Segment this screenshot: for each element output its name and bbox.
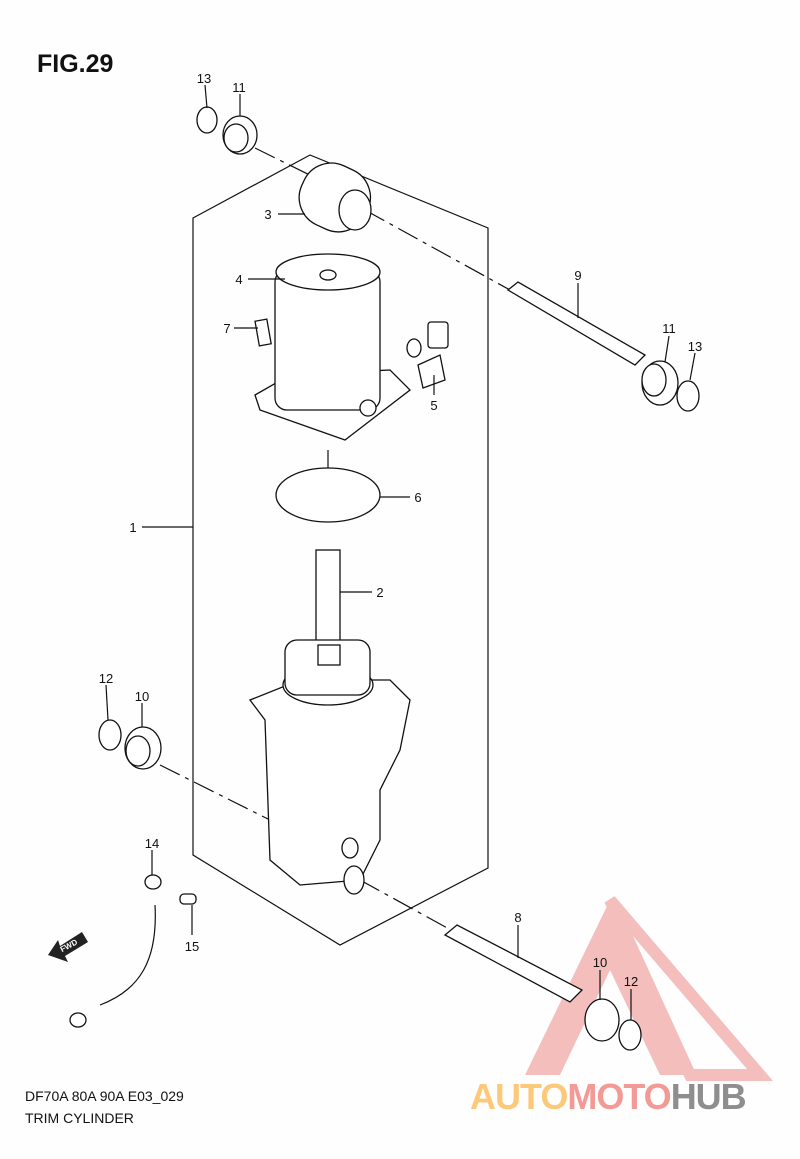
- callout-6: 6: [414, 490, 421, 505]
- callout-14: 14: [145, 836, 159, 851]
- callout-12: 12: [624, 974, 638, 989]
- bushing-11-right: [641, 360, 679, 406]
- callout-5: 5: [430, 398, 437, 413]
- diagram-name: TRIM CYLINDER: [25, 1110, 134, 1126]
- screw-15: [179, 893, 197, 905]
- callout-7: 7: [223, 321, 230, 336]
- bolt-7: [254, 318, 272, 347]
- watermark-logo: AUTOMOTOHUB: [470, 1076, 747, 1118]
- model-code: DF70A 80A 90A E03_029: [25, 1088, 184, 1104]
- logo-auto: AUTO: [470, 1076, 568, 1117]
- circlip-13-right: [676, 380, 700, 412]
- callout-11: 11: [232, 80, 246, 95]
- figure-title: FIG.29: [37, 50, 114, 78]
- assembly-frame: [192, 154, 489, 946]
- callout-3: 3: [264, 207, 271, 222]
- callout-10: 10: [135, 689, 149, 704]
- callout-4: 4: [235, 272, 242, 287]
- circlip-12-right: [618, 1019, 642, 1051]
- bushing-3: [298, 162, 372, 233]
- callout-13: 13: [197, 71, 211, 86]
- watermark-triangle: [525, 896, 774, 1081]
- shaft-8: [443, 924, 584, 1003]
- callout-11: 11: [662, 321, 676, 336]
- logo-moto: MOTO: [567, 1076, 671, 1117]
- shaft-9: [506, 281, 647, 366]
- callout-2: 2: [376, 585, 383, 600]
- callout-1: 1: [129, 520, 136, 535]
- callout-9: 9: [574, 268, 581, 283]
- bushing-10-right: [584, 998, 620, 1042]
- bushing-10-left: [124, 726, 162, 770]
- callout-10: 10: [593, 955, 607, 970]
- callout-12: 12: [99, 671, 113, 686]
- circlip-12-left: [98, 719, 122, 751]
- reservoir-4: [254, 253, 411, 441]
- logo-hub: HUB: [670, 1076, 747, 1117]
- callout-13: 13: [688, 339, 702, 354]
- callout-15: 15: [185, 939, 199, 954]
- callout-8: 8: [514, 910, 521, 925]
- cylinder-body: [248, 549, 411, 895]
- ground-cable-14: [69, 874, 162, 1028]
- plug-5: [406, 321, 449, 389]
- fwd-arrow-icon: FWD: [48, 932, 88, 962]
- circlip-13-top: [196, 106, 218, 134]
- bushing-11-top: [222, 115, 258, 155]
- o-ring-6: [275, 467, 381, 523]
